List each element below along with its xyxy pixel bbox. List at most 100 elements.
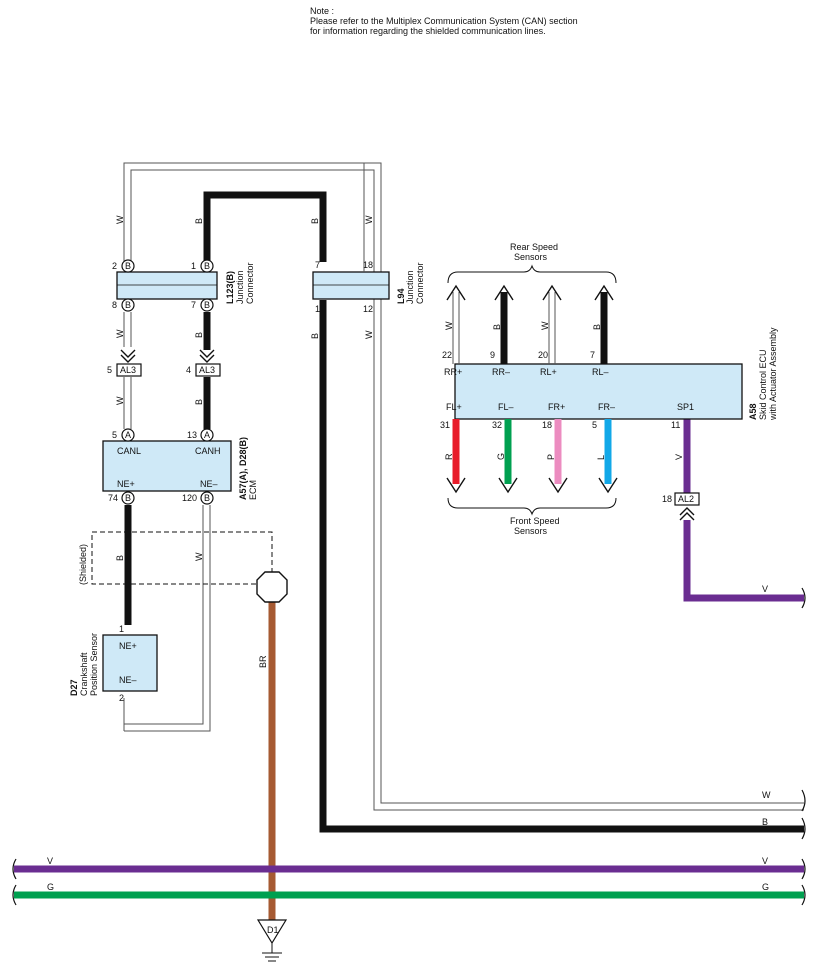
d27-sensor-box bbox=[102, 634, 158, 692]
shield-box bbox=[91, 531, 273, 585]
svg-text:A: A bbox=[125, 430, 131, 440]
svg-text:13: 13 bbox=[187, 430, 197, 440]
ecm-box bbox=[102, 440, 232, 492]
svg-text:W: W bbox=[194, 552, 204, 561]
l123-connector-box bbox=[116, 271, 218, 300]
svg-text:2: 2 bbox=[112, 261, 117, 271]
svg-text:BR: BR bbox=[258, 655, 268, 668]
svg-text:NE–: NE– bbox=[119, 675, 137, 685]
arrow-up-icon bbox=[494, 284, 514, 301]
svg-text:B: B bbox=[204, 300, 210, 310]
a58-name-1: Skid Control ECU bbox=[758, 349, 768, 420]
shielded-label: (Shielded) bbox=[78, 544, 88, 585]
violet-wire-sp1 bbox=[683, 403, 804, 602]
l123-name-1: Junction bbox=[235, 270, 245, 304]
arrow-up-icon bbox=[542, 284, 562, 301]
front-group-line-1: Front Speed bbox=[510, 516, 560, 526]
svg-text:AL3: AL3 bbox=[199, 365, 215, 375]
a58-bottom-pin-label: FL+ bbox=[446, 402, 462, 412]
svg-text:V: V bbox=[674, 454, 684, 460]
d27-name-2: Position Sensor bbox=[89, 633, 99, 696]
svg-text:B: B bbox=[194, 399, 204, 405]
svg-text:74: 74 bbox=[108, 493, 118, 503]
svg-text:W: W bbox=[115, 396, 125, 405]
svg-text:W: W bbox=[115, 215, 125, 224]
a58-top-pin-num: 7 bbox=[590, 350, 595, 360]
svg-text:V: V bbox=[762, 584, 768, 594]
rear-wire-code: W bbox=[444, 321, 454, 330]
ground-symbol-icon bbox=[262, 943, 282, 962]
svg-text:W: W bbox=[762, 790, 771, 800]
svg-text:A: A bbox=[204, 430, 210, 440]
svg-text:V: V bbox=[47, 856, 53, 866]
a58-bottom-pin-label: FR+ bbox=[548, 402, 565, 412]
a58-bottom-pin-num: 11 bbox=[671, 420, 680, 430]
svg-text:AL3: AL3 bbox=[120, 365, 136, 375]
rear-wire-code: B bbox=[492, 324, 502, 330]
white-wire-can-low bbox=[123, 162, 804, 811]
svg-text:B: B bbox=[125, 261, 131, 271]
svg-text:B: B bbox=[204, 493, 210, 503]
l94-id: L94 bbox=[396, 288, 406, 304]
svg-text:18: 18 bbox=[662, 494, 672, 504]
svg-text:W: W bbox=[364, 215, 374, 224]
a58-top-pin-label: RL– bbox=[592, 367, 609, 377]
svg-text:5: 5 bbox=[112, 430, 117, 440]
svg-text:1: 1 bbox=[191, 261, 196, 271]
a58-bottom-pin-label: SP1 bbox=[677, 402, 694, 412]
l94-name-1: Junction bbox=[405, 270, 415, 304]
front-wire-code: R bbox=[444, 453, 454, 460]
ecm-name: ECM bbox=[248, 480, 258, 500]
svg-text:B: B bbox=[194, 332, 204, 338]
ecm-id: A57(A), D28(B) bbox=[238, 437, 248, 500]
svg-text:8: 8 bbox=[112, 300, 117, 310]
l94-connector-box bbox=[312, 271, 390, 300]
white-wire-ne-minus bbox=[123, 505, 211, 732]
break-marks bbox=[12, 587, 806, 906]
note-line-1: Please refer to the Multiplex Communicat… bbox=[310, 16, 578, 26]
ecm-pins: A A B B 5 13 74 120 CANL CANH NE+ NE– bbox=[108, 428, 221, 505]
wire-code-labels: W B B W W B B W W B B W BR W B V V G G V… bbox=[47, 215, 771, 892]
note-line-2: for information regarding the shielded c… bbox=[310, 26, 546, 36]
svg-text:1: 1 bbox=[315, 304, 320, 314]
al2-connector: AL2 18 bbox=[662, 492, 700, 521]
arrow-down-icon bbox=[446, 477, 466, 494]
svg-text:B: B bbox=[762, 817, 768, 827]
l123-pins: B B B B 2 1 8 7 bbox=[112, 259, 214, 312]
al3-connector-right: AL3 4 bbox=[186, 349, 221, 377]
d27-name-1: Crankshaft bbox=[79, 652, 89, 696]
arrow-down-icon bbox=[548, 477, 568, 494]
a58-top-pin-num: 22 bbox=[442, 350, 452, 360]
svg-text:NE+: NE+ bbox=[119, 641, 137, 651]
al3-connector-left: AL3 5 bbox=[107, 349, 142, 377]
arrow-up-icon bbox=[446, 284, 466, 301]
ground-label: D1 bbox=[267, 925, 279, 935]
d27-pins: 1 2 NE+ NE– bbox=[119, 624, 137, 703]
a58-bottom-pin-label: FL– bbox=[498, 402, 514, 412]
svg-text:AL2: AL2 bbox=[678, 494, 694, 504]
black-wire-can-high bbox=[124, 191, 804, 833]
rear-group-line-2: Sensors bbox=[514, 252, 548, 262]
front-wire-code: L bbox=[596, 455, 606, 460]
svg-text:1: 1 bbox=[119, 624, 124, 634]
svg-text:G: G bbox=[47, 882, 54, 892]
svg-text:B: B bbox=[125, 300, 131, 310]
svg-text:12: 12 bbox=[363, 304, 373, 314]
svg-text:B: B bbox=[115, 555, 125, 561]
l94-name-2: Connector bbox=[415, 262, 425, 304]
arrow-down-icon bbox=[498, 477, 518, 494]
l123-name-2: Connector bbox=[245, 262, 255, 304]
ground-triangle bbox=[256, 919, 288, 945]
svg-text:W: W bbox=[115, 329, 125, 338]
svg-text:B: B bbox=[310, 218, 320, 224]
a58-top-pin-label: RR+ bbox=[444, 367, 462, 377]
splice-octagon bbox=[256, 571, 288, 603]
svg-text:B: B bbox=[204, 261, 210, 271]
a58-top-pin-num: 9 bbox=[490, 350, 495, 360]
a58-bottom-pin-num: 32 bbox=[492, 420, 502, 430]
a58-bottom-pin-num: 18 bbox=[542, 420, 552, 430]
svg-text:B: B bbox=[125, 493, 131, 503]
svg-text:G: G bbox=[762, 882, 769, 892]
